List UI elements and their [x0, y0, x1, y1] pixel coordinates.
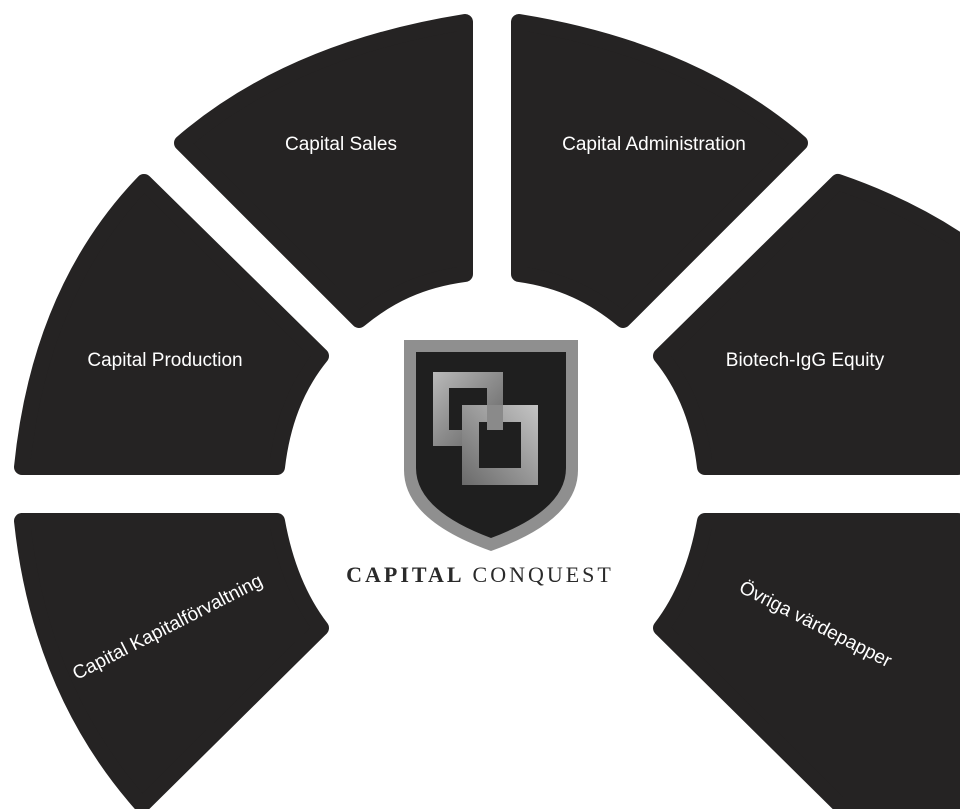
brand-name-regular: CONQUEST — [472, 562, 614, 587]
shield-interlocked-squares-icon — [404, 340, 578, 551]
segment-ovriga-vardepapper[interactable]: Övriga värdepapper — [653, 513, 960, 809]
brand-name-bold: CAPITAL — [346, 562, 465, 587]
brand-wordmark: CAPITAL CONQUEST — [300, 562, 660, 588]
segment-capital-kapitalforvaltning[interactable]: Capital Kapitalförvaltning — [14, 513, 329, 809]
